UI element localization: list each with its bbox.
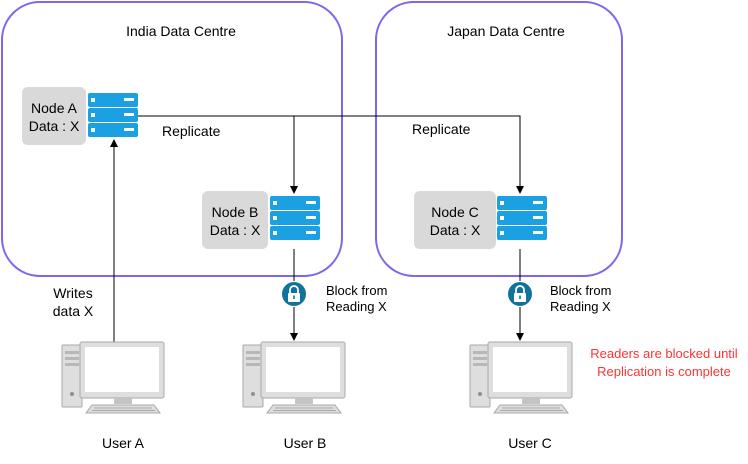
lock-icon <box>281 281 307 307</box>
desktop-computer-icon <box>469 341 573 414</box>
node-b-data: Data : X <box>210 222 261 238</box>
node-b-name: Node B <box>212 204 259 220</box>
user-a-label: User A <box>102 435 145 451</box>
node-b: Node B Data : X <box>202 191 320 249</box>
block-b-label-line2: Reading X <box>326 299 387 314</box>
block-c-label-line1: Block from <box>550 283 611 298</box>
server-rack-icon <box>88 93 138 137</box>
block-c-label-line2: Reading X <box>550 299 611 314</box>
india-region-frame <box>1 1 343 277</box>
india-region-label: India Data Centre <box>126 23 236 39</box>
node-b-box <box>202 191 268 249</box>
node-c: Node C Data : X <box>414 191 547 249</box>
blocked-note-line2: Replication is complete <box>597 364 731 379</box>
writes-label-line1: Writes <box>53 285 92 301</box>
writes-label-line2: data X <box>53 303 94 319</box>
japan-region-label: Japan Data Centre <box>447 23 565 39</box>
lock-icon <box>507 281 533 307</box>
node-c-box <box>414 191 496 249</box>
japan-region-frame <box>375 1 623 277</box>
node-c-name: Node C <box>431 204 478 220</box>
desktop-computer-icon <box>242 341 346 414</box>
user-c-label: User C <box>508 435 552 451</box>
node-a-data: Data : X <box>29 118 80 134</box>
replicate-label-c: Replicate <box>412 121 471 137</box>
node-a-box <box>22 87 86 145</box>
node-c-data: Data : X <box>430 222 481 238</box>
blocked-note-line1: Readers are blocked until <box>590 346 738 361</box>
replicate-label-b: Replicate <box>162 123 221 139</box>
replicate-arrow-c <box>294 115 524 194</box>
node-a: Node A Data : X <box>22 87 138 145</box>
node-a-name: Node A <box>31 100 78 116</box>
user-b-label: User B <box>284 435 327 451</box>
server-rack-icon <box>497 196 547 240</box>
desktop-computer-icon <box>61 341 165 414</box>
server-rack-icon <box>270 196 320 240</box>
block-b-label-line1: Block from <box>326 283 387 298</box>
